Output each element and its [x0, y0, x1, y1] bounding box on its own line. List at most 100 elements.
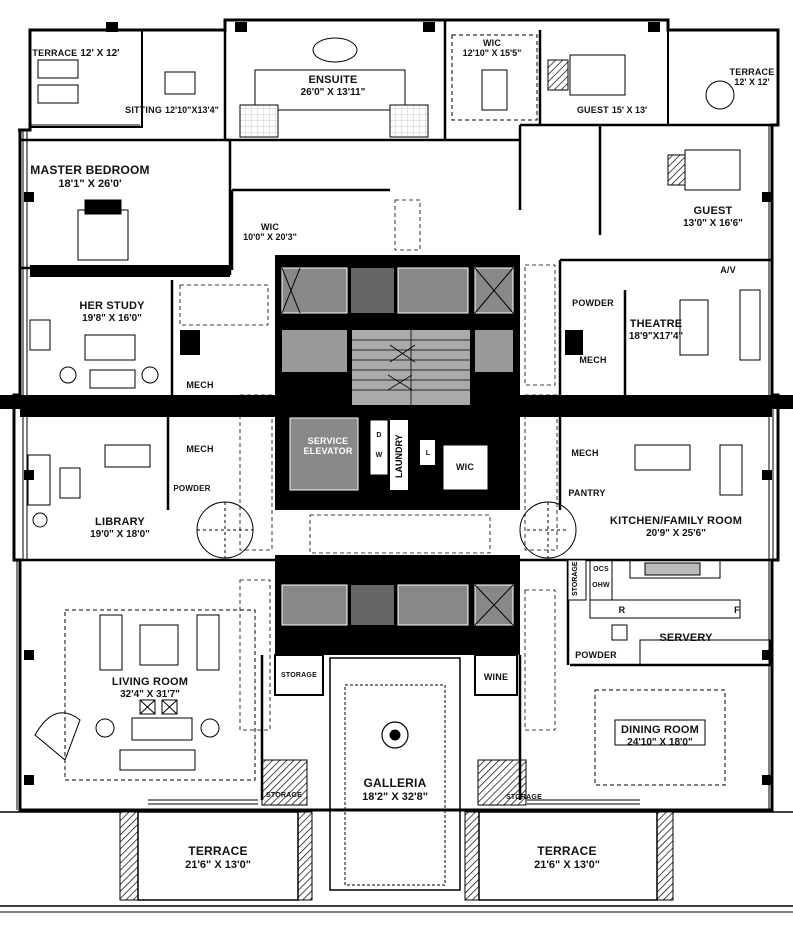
room-name: WINE [483, 672, 509, 682]
room-library: LIBRARY 19'0" X 18'0" [90, 516, 150, 540]
room-name: MECH [579, 355, 607, 365]
room-name: LIVING ROOM [111, 676, 189, 688]
living-room-furniture [34, 609, 256, 781]
room-galleria: GALLERIA 18'2" X 32'8" [362, 776, 428, 803]
room-name: WIC [482, 38, 502, 48]
room-terrace-ne: TERRACE 12' X 12' [730, 67, 775, 88]
corridors [179, 199, 558, 731]
room-name: A/V [720, 265, 736, 275]
terrace-se-outline [464, 811, 674, 901]
room-name: TERRACE [729, 67, 775, 77]
room-name: WIC [260, 222, 280, 232]
her-study-furniture [29, 319, 159, 389]
terrace-furniture [37, 59, 735, 110]
room-name: MECH [186, 380, 214, 390]
room-mech-w2: MECH [186, 444, 213, 454]
room-dims: 13'0" X 16'6" [683, 217, 743, 229]
library-furniture [27, 444, 151, 528]
guest-east-furniture [667, 149, 741, 191]
appliance-label: W [375, 452, 383, 459]
room-name: POWDER [173, 484, 211, 493]
room-wic-master: WIC 10'0" X 20'3" [243, 222, 297, 243]
appliance-label: OCS [593, 566, 609, 573]
room-powder-w: POWDER [173, 484, 210, 493]
room-name: PANTRY [568, 488, 606, 498]
columns [24, 22, 772, 785]
room-name: HER STUDY [79, 300, 145, 312]
room-dims: 18'1" X 26'0' [58, 177, 122, 190]
room-wic-top: WIC 12'10" X 15'5" [463, 38, 522, 59]
appliance-ohw: OHW [592, 582, 610, 590]
room-ensuite: ENSUITE 26'0" X 13'11" [301, 74, 366, 98]
terrace-sw-outline [119, 811, 313, 901]
room-dining-room: DINING ROOM 24'10" X 18'0" [621, 724, 699, 748]
room-dims: 20'9" X 25'6" [646, 527, 706, 539]
room-mech-e1: MECH [579, 355, 606, 365]
room-kitchen: KITCHEN/FAMILY ROOM 20'9" X 25'6" [610, 515, 742, 539]
appliance-label: OHW [592, 582, 610, 589]
room-dims: 32'4" X 31'7" [120, 688, 180, 700]
appliance-fridge: R [619, 605, 626, 615]
room-name: DINING ROOM [621, 724, 699, 736]
room-powder-ne: POWDER [572, 298, 614, 308]
storage-blocks [261, 654, 527, 806]
room-dims: 18'9"X17'4" [628, 330, 684, 342]
room-name: SITTING [125, 105, 163, 115]
appliance-label: D [376, 432, 382, 439]
galleria-floor [329, 657, 461, 891]
room-name: STORAGE [266, 792, 302, 799]
room-terrace-se: TERRACE 21'6" X 13'0" [534, 844, 600, 871]
room-name: SERVICE [307, 436, 349, 446]
room-name: MECH [186, 444, 214, 454]
appliance-dryer: D [376, 432, 381, 440]
window-mullions [16, 124, 774, 810]
room-dims: 21'6" X 13'0" [534, 858, 600, 871]
room-theatre: THEATRE 18'9"X17'4" [629, 318, 683, 342]
room-storage-k: STORAGE [572, 562, 579, 597]
appliance-ocs: OCS [593, 566, 609, 574]
room-dims: 12'10"X13'4" [165, 105, 219, 115]
room-name: WIC [455, 462, 475, 472]
guest-top-furniture [547, 54, 626, 96]
room-name: SERVERY [659, 632, 713, 644]
room-powder-se: POWDER [575, 650, 617, 660]
room-name: POWDER [572, 298, 614, 308]
servery-fixtures [611, 624, 771, 666]
room-dims: 10'0" X 20'3" [243, 232, 297, 243]
room-living-room: LIVING ROOM 32'4" X 31'7" [112, 676, 188, 700]
room-laundry: LAUNDRY [394, 434, 404, 478]
appliance-label: F [734, 605, 740, 615]
room-name: STORAGE [281, 672, 317, 679]
room-servery: SERVERY [659, 632, 712, 645]
room-dims: 18'2" X 32'8" [362, 790, 428, 803]
room-mech-w1: MECH [186, 380, 213, 390]
room-name: TERRACE [188, 844, 248, 858]
room-name: STORAGE [572, 561, 579, 597]
room-mech-e2: MECH [571, 448, 598, 458]
core-upper [275, 255, 520, 410]
room-dims: 12'10" X 15'5" [462, 48, 522, 59]
room-dims: 12' X 12' [734, 77, 770, 88]
room-her-study: HER STUDY 19'8" X 16'0" [79, 300, 144, 324]
room-dims: 24'10" X 18'0" [627, 736, 693, 748]
room-name: STORAGE [506, 794, 542, 801]
room-wine: WINE [484, 672, 508, 682]
master-bedroom-furniture [77, 199, 129, 261]
kitchen-furniture [567, 444, 743, 619]
room-av: A/V [720, 265, 736, 275]
room-dims: 19'8" X 16'0" [82, 312, 142, 324]
room-wic-center: WIC [456, 462, 474, 472]
room-name: THEATRE [629, 318, 683, 330]
room-name: POWDER [575, 650, 617, 660]
room-pantry: PANTRY [568, 488, 605, 498]
room-name: KITCHEN/FAMILY ROOM [609, 515, 743, 527]
room-guest-east: GUEST 13'0" X 16'6" [683, 205, 743, 229]
room-terrace-sw: TERRACE 21'6" X 13'0" [185, 844, 251, 871]
room-master-bedroom: MASTER BEDROOM 18'1" X 26'0' [30, 163, 149, 190]
appliance-laundry-sink: L [426, 450, 430, 458]
wic-top-fixtures [451, 34, 538, 121]
room-storage-1: STORAGE [281, 672, 317, 680]
room-name: GUEST [576, 105, 609, 115]
